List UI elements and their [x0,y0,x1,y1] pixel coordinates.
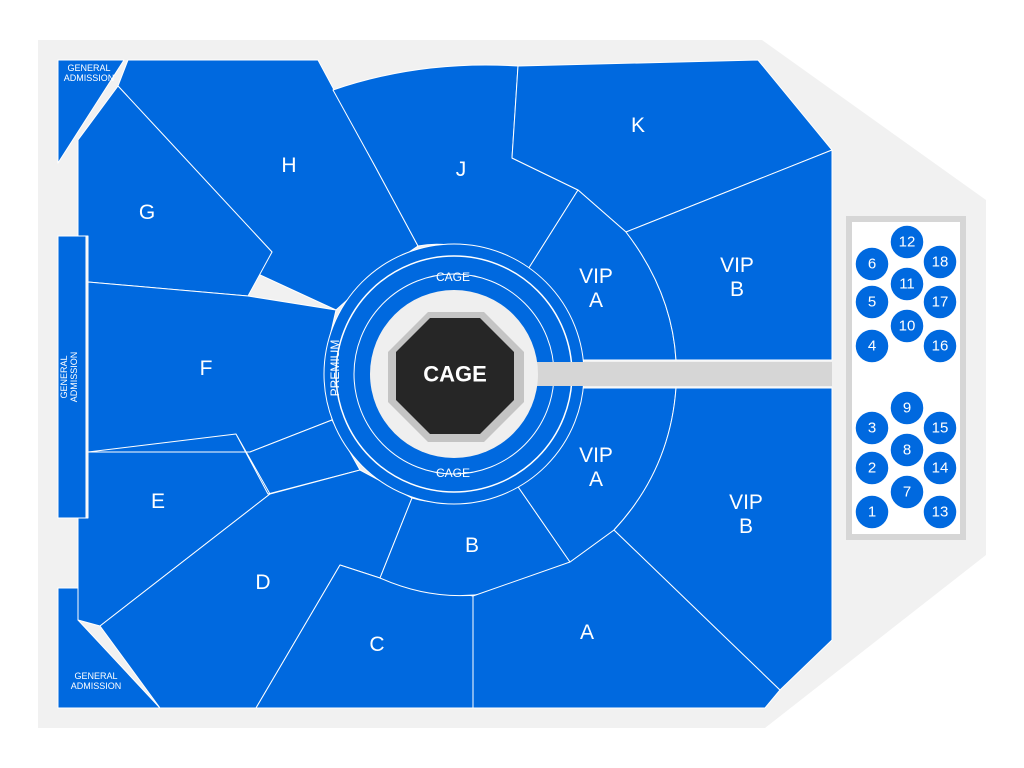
table-6-label: 6 [868,256,876,273]
table-12-circle[interactable] [889,224,925,260]
table-9[interactable]: 9 [889,390,925,426]
table-2[interactable]: 2 [854,450,890,486]
table-2-circle[interactable] [854,450,890,486]
section-a-label: A [580,621,594,644]
table-13-label: 13 [932,504,949,521]
section-general-admission-bottom-label-line2: ADMISSION [71,681,122,691]
section-vip-a-bottom-label-line-2: A [589,468,603,491]
table-12[interactable]: 12 [889,224,925,260]
table-18[interactable]: 18 [922,244,958,280]
section-e-label: E [151,490,165,513]
table-17-circle[interactable] [922,284,958,320]
table-14-label: 14 [932,460,949,477]
section-j-label: J [456,158,467,181]
section-general-admission-top[interactable]: GENERAL ADMISSION [57,59,125,164]
table-18-circle[interactable] [922,244,958,280]
table-13[interactable]: 13 [922,494,958,530]
table-1[interactable]: 1 [854,494,890,530]
table-3-label: 3 [868,420,876,437]
cage-octagon[interactable] [396,318,514,434]
table-7-label: 7 [903,484,911,501]
table-14-circle[interactable] [922,450,958,486]
section-cage-top-label: CAGE [436,270,470,284]
table-3-circle[interactable] [854,410,890,446]
table-10-label: 10 [899,318,916,335]
section-h-label: H [281,154,296,177]
table-2-label: 2 [868,460,876,477]
table-11[interactable]: 11 [889,266,925,302]
table-10-circle[interactable] [889,308,925,344]
table-16-label: 16 [932,338,949,355]
section-vip-b-top-label-line-1: VIP [720,254,754,277]
table-8-circle[interactable] [889,432,925,468]
table-5[interactable]: 5 [854,284,890,320]
table-11-circle[interactable] [889,266,925,302]
table-15-label: 15 [932,420,949,437]
section-general-admission-left[interactable]: GENERAL ADMISSION [57,235,87,519]
section-g-label: G [139,201,155,224]
table-7[interactable]: 7 [889,474,925,510]
table-10[interactable]: 10 [889,308,925,344]
table-8-label: 8 [903,442,911,459]
section-vip-b-top[interactable] [625,149,833,361]
section-premium-label: PREMIUM [328,340,342,397]
table-9-label: 9 [903,400,911,417]
tables-group: 12 6 18 11 5 17 10 4 16 9 3 15 8 2 14 7 1 13 [854,224,958,530]
table-4-label: 4 [868,338,876,355]
section-vip-a-top-label-line-2: A [589,289,603,312]
section-vip-a-top-label-line-1: VIP [579,265,613,288]
table-4[interactable]: 4 [854,328,890,364]
section-f-label: F [200,357,213,380]
table-5-circle[interactable] [854,284,890,320]
section-general-admission-bottom-label-line1: GENERAL [74,671,117,681]
table-8[interactable]: 8 [889,432,925,468]
section-d-label: D [255,571,270,594]
table-16[interactable]: 16 [922,328,958,364]
section-vip-b-top-label-line-2: B [730,278,744,301]
section-vip-b-bottom-label-line-1: VIP [729,491,763,514]
section-k-label: K [631,114,645,137]
table-14[interactable]: 14 [922,450,958,486]
section-c-label: C [369,633,384,656]
section-general-admission-top-label-line1: GENERAL [67,63,110,73]
section-vip-a-bottom-label-line-1: VIP [579,444,613,467]
table-13-circle[interactable] [922,494,958,530]
section-general-admission-left-label-line1: GENERAL [59,355,69,398]
section-b-label: B [465,534,479,557]
table-12-label: 12 [899,234,916,251]
cage-label: CAGE [423,362,487,387]
table-15-circle[interactable] [922,410,958,446]
section-vip-b-bottom-label-line-2: B [739,515,753,538]
table-1-label: 1 [868,504,876,521]
section-general-admission-left-label-line2: ADMISSION [69,352,79,403]
table-11-label: 11 [899,276,915,293]
table-1-circle[interactable] [854,494,890,530]
table-7-circle[interactable] [889,474,925,510]
section-g[interactable] [77,85,273,297]
section-general-admission-bottom[interactable]: GENERAL ADMISSION [57,587,161,709]
table-17-label: 17 [932,294,949,311]
table-5-label: 5 [868,294,876,311]
section-vip-b-bottom[interactable] [613,387,833,691]
table-9-circle[interactable] [889,390,925,426]
section-general-admission-top-label-line2: ADMISSION [64,73,115,83]
table-4-circle[interactable] [854,328,890,364]
table-15[interactable]: 15 [922,410,958,446]
walkway [520,362,832,386]
table-6[interactable]: 6 [854,246,890,282]
table-17[interactable]: 17 [922,284,958,320]
table-18-label: 18 [932,254,949,271]
table-16-circle[interactable] [922,328,958,364]
table-3[interactable]: 3 [854,410,890,446]
table-6-circle[interactable] [854,246,890,282]
section-cage-bottom-label: CAGE [436,466,470,480]
